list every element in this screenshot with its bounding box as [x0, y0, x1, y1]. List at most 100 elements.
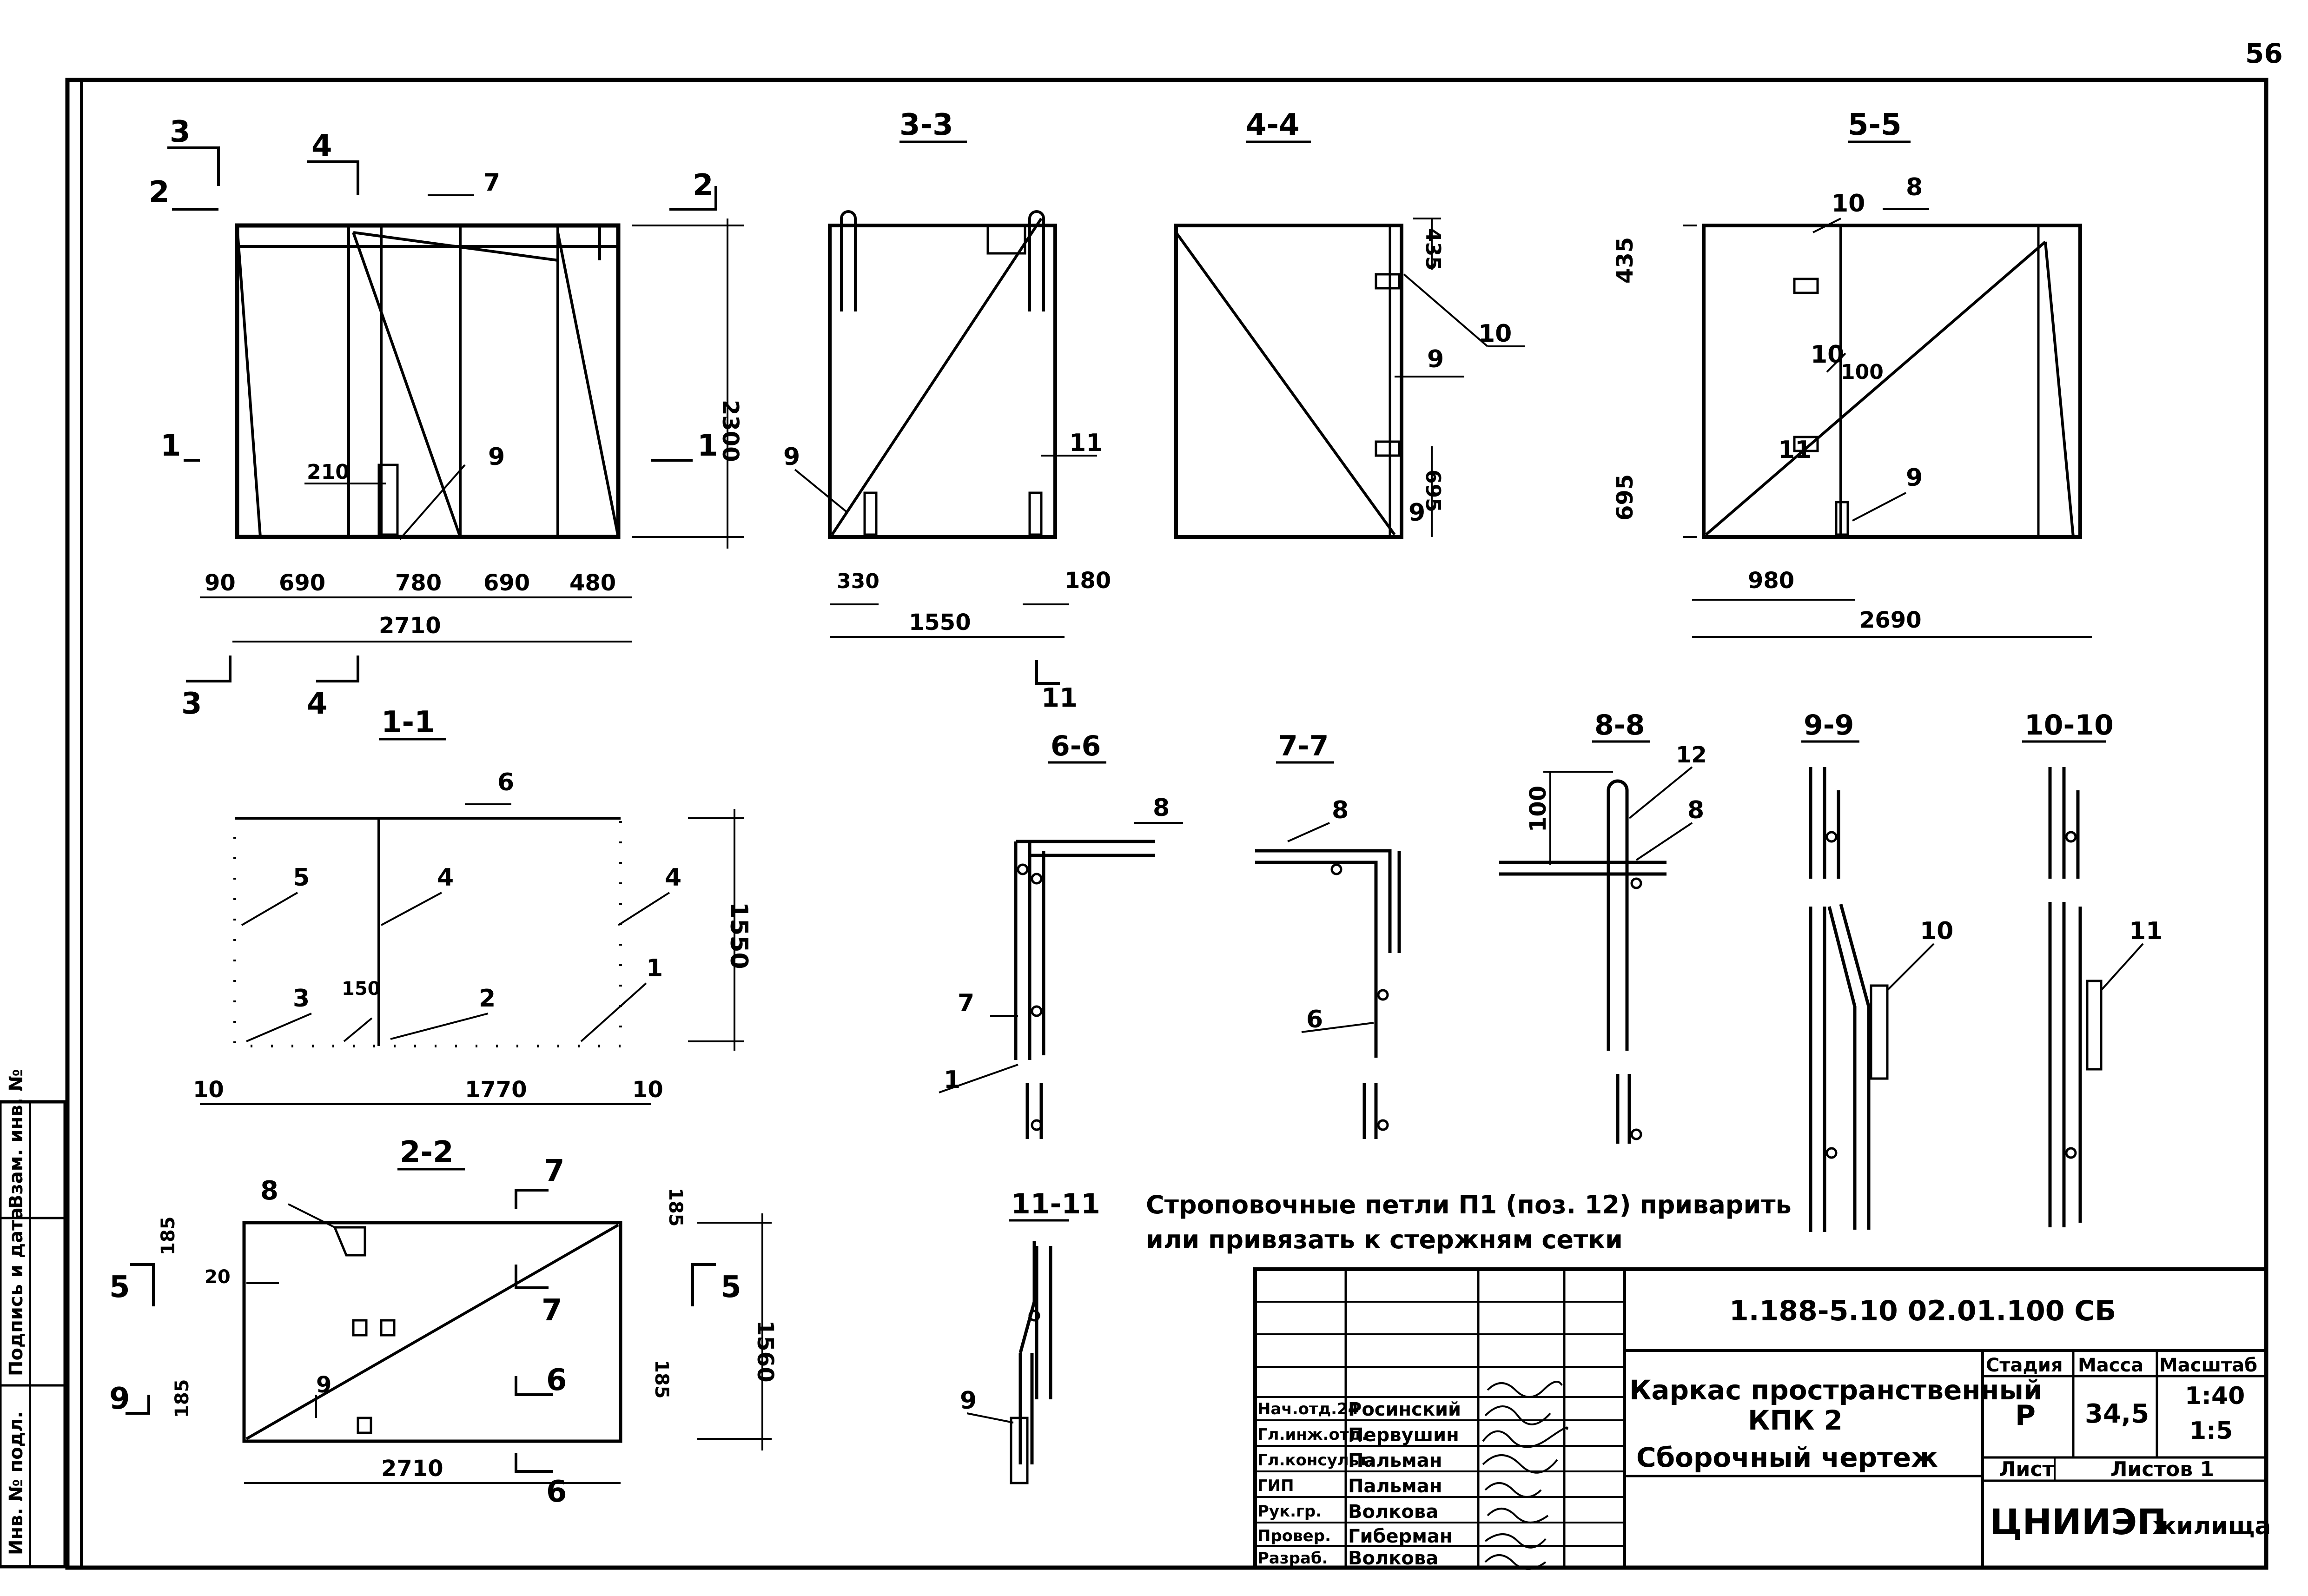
dim-1770: 1770: [465, 1077, 527, 1103]
callout-8-88: 8: [1687, 796, 1704, 824]
note-line-2: или привязать к стержням сетки: [1146, 1225, 1623, 1254]
callout-10-44: 10: [1478, 320, 1512, 348]
callout-9: 9: [488, 443, 505, 471]
dim-980: 980: [1748, 568, 1794, 594]
dim-185-c: 185: [172, 1379, 193, 1418]
title-line-3: Сборочный чертеж: [1636, 1442, 1938, 1473]
dim-10-right: 10: [632, 1077, 663, 1103]
sheets-label: Листов 1: [2110, 1457, 2214, 1481]
cut-mark-7-top: 7: [544, 1154, 565, 1188]
section-title-7-7: 7-7: [1278, 730, 1329, 762]
callout-6-11: 6: [497, 768, 514, 796]
section-title-6-6: 6-6: [1051, 730, 1101, 762]
role-2: Гл.инж.отд.: [1257, 1425, 1368, 1444]
title-line-1: Каркас пространственный: [1629, 1374, 2043, 1406]
dim-2710: 2710: [379, 613, 441, 639]
note-line-1: Строповочные петли П1 (поз. 12) приварит…: [1146, 1190, 1792, 1219]
detail-8-8: 8-8 12 8 100: [1499, 709, 1707, 1144]
callout-3-11: 3: [293, 985, 310, 1013]
dim-1550-33: 1550: [909, 609, 971, 636]
callout-9-1111: 9: [960, 1387, 977, 1415]
dim-695-55: 695: [1612, 474, 1638, 521]
callout-5-11: 5: [293, 864, 310, 892]
section-3-3: 3-3 9 11 330 180 1550 11: [783, 108, 1111, 713]
callout-8-55: 8: [1906, 173, 1923, 201]
sheet-label: Лист: [1999, 1457, 2054, 1481]
callout-2-11: 2: [479, 985, 496, 1013]
section-title-2-2: 2-2: [400, 1135, 454, 1170]
callout-1-66: 1: [944, 1066, 960, 1094]
signatures: [1482, 1381, 1568, 1570]
section-title-11-11: 11-11: [1011, 1188, 1100, 1220]
cut-mark-9: 9: [109, 1382, 130, 1416]
detail-11-11: 11-11 9: [960, 1188, 1100, 1484]
callout-9-44-a: 9: [1427, 345, 1444, 373]
callout-11-33: 11: [1069, 429, 1103, 457]
dim-100-88: 100: [1525, 786, 1551, 832]
dim-2710-22: 2710: [381, 1456, 443, 1482]
dim-180: 180: [1065, 568, 1111, 594]
callout-9-33: 9: [783, 443, 800, 471]
callout-6-77: 6: [1306, 1006, 1323, 1033]
dim-690-b: 690: [483, 570, 530, 596]
callout-4-11-a: 4: [437, 864, 454, 892]
callout-8-77: 8: [1332, 796, 1349, 824]
main-view: 3 2 4 2 1 1 3 4 7 210 9 90 690 780 690 4…: [149, 115, 744, 721]
name-6: Гиберман: [1348, 1526, 1453, 1547]
dim-1550-11: 1550: [725, 902, 753, 969]
dim-435-44: 435: [1421, 228, 1445, 271]
name-5: Волкова: [1348, 1501, 1438, 1523]
section-2-2: 2-2 8 7 7 6 6 9 5 5 9 185 20 185 185 18: [109, 1135, 778, 1509]
dim-2690: 2690: [1859, 607, 1922, 633]
section-4-4: 4-4 10 9 9 435 695: [1174, 108, 1525, 539]
cut-mark-2-right: 2: [693, 168, 714, 203]
detail-6-6: 6-6 8 7 1: [939, 730, 1183, 1139]
title-line-2: КПК 2: [1748, 1404, 1843, 1436]
cut-mark-4-top: 4: [311, 129, 332, 163]
section-title-9-9: 9-9: [1804, 709, 1854, 742]
cut-mark-5-right: 5: [721, 1270, 741, 1305]
cut-mark-2-left: 2: [149, 175, 170, 210]
dim-185-b: 185: [665, 1188, 686, 1227]
section-title-8-8: 8-8: [1594, 709, 1645, 742]
dim-435-55: 435: [1612, 237, 1638, 284]
section-1-1: 1-1 6 5 4 4 3 150 2 1 1550 10 1770 10: [193, 705, 753, 1105]
cut-mark-4-bottom: 4: [307, 687, 328, 721]
stamp-field-1: Инв. № подл.: [6, 1411, 27, 1555]
role-3: Гл.консульт.: [1257, 1451, 1374, 1470]
cut-mark-3-top: 3: [170, 115, 191, 149]
detail-10-10: 10-10 11: [2022, 709, 2163, 1227]
role-6: Провер.: [1257, 1527, 1331, 1545]
title-block: 1.188-5.10 02.01.100 СБ Каркас пространс…: [1253, 1267, 2271, 1570]
role-4: ГИП: [1257, 1477, 1294, 1495]
org-suffix: жилища: [2152, 1512, 2271, 1540]
role-5: Рук.гр.: [1257, 1502, 1322, 1521]
section-title-3-3: 3-3: [899, 108, 953, 142]
cut-mark-6-bottom: 6: [546, 1475, 567, 1509]
role-7: Разраб.: [1257, 1549, 1328, 1568]
cut-mark-6-mid: 6: [546, 1363, 567, 1397]
callout-9-22: 9: [316, 1372, 331, 1398]
stage-value: Р: [2015, 1399, 2036, 1432]
callout-1-11: 1: [646, 954, 663, 982]
dim-695-44: 695: [1421, 470, 1445, 512]
col-scale: Масштаб: [2159, 1355, 2257, 1376]
callout-100-55: 100: [1841, 360, 1884, 384]
dim-690-a: 690: [279, 570, 325, 596]
callout-8-22: 8: [260, 1176, 278, 1206]
name-4: Пальман: [1348, 1476, 1442, 1497]
sheet-frame: [65, 78, 2268, 1570]
cut-mark-7-mid: 7: [542, 1293, 562, 1328]
scale-value-2: 1:5: [2189, 1417, 2233, 1445]
dim-1560: 1560: [752, 1320, 778, 1383]
callout-7-66: 7: [958, 989, 974, 1017]
cut-mark-1-right: 1: [697, 429, 718, 463]
name-7: Волкова: [1348, 1548, 1438, 1569]
detail-9-9: 9-9 10: [1801, 709, 1953, 1232]
callout-11-1010: 11: [2129, 917, 2163, 945]
dim-185-a: 185: [158, 1217, 179, 1256]
stamp-field-3: Взам. инв. №: [6, 1069, 27, 1209]
callout-7: 7: [483, 169, 500, 197]
section-title-1-1: 1-1: [381, 705, 435, 740]
